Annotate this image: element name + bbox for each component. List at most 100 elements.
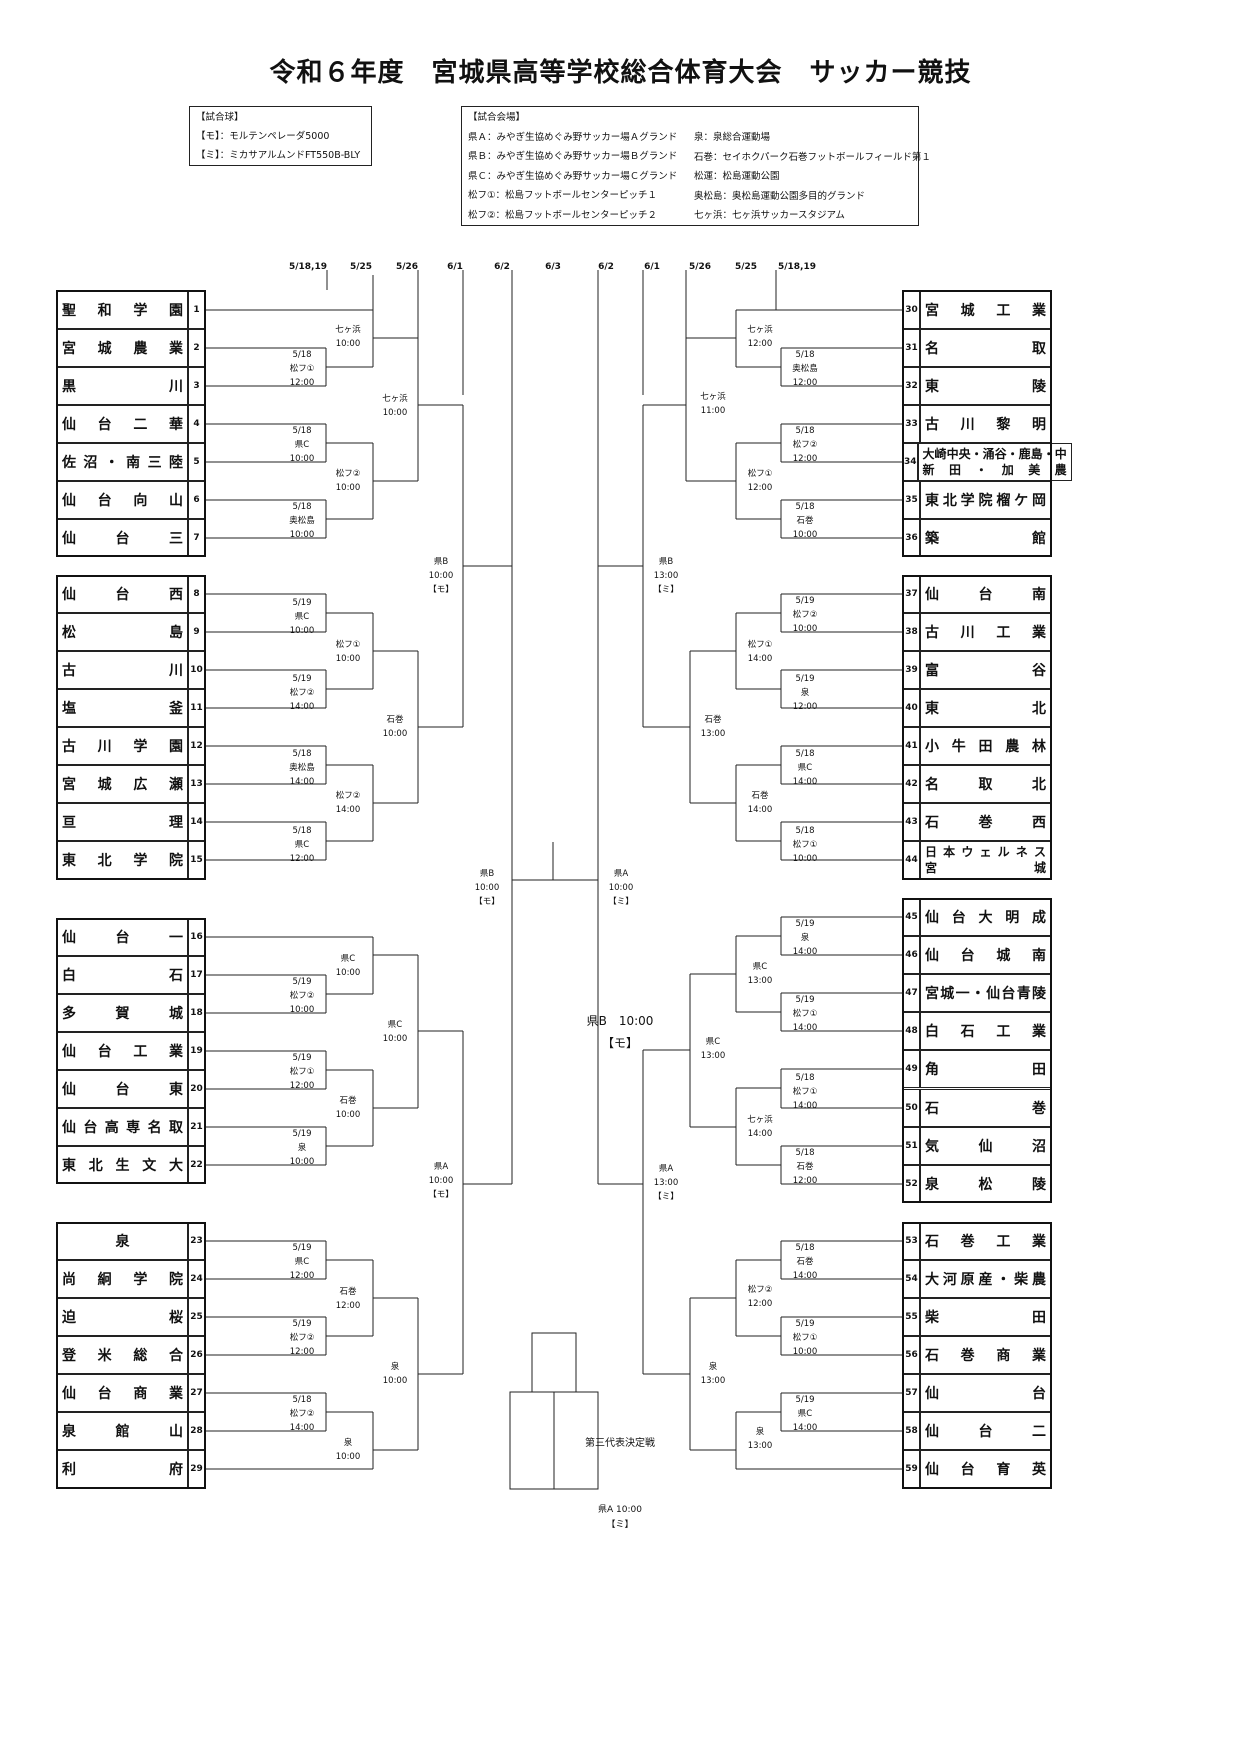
team-name: 名取北 xyxy=(920,765,1051,803)
team-name: 仙台向山 xyxy=(57,481,188,519)
team-name: 宮城一・仙台青陵 xyxy=(920,974,1051,1012)
ball-info-line: 【モ】：モルテンペレーダ5000 xyxy=(196,131,330,142)
ball-info-line: 【ミ】：ミカサアルムンドFT550B-BLY xyxy=(196,150,361,161)
venue-info-box: 【試合会場】 県Ａ：みやぎ生協めぐみ野サッカー場Ａグランド県Ｂ：みやぎ生協めぐみ… xyxy=(461,106,931,226)
team-name: 尚絅学院 xyxy=(57,1260,188,1298)
round-date: 5/18,19 xyxy=(288,262,328,272)
team-name: 名取 xyxy=(920,329,1051,367)
team-name: 佐沼・南三陸 xyxy=(57,443,188,481)
page-title: 令和６年度 宮城県高等学校総合体育大会 サッカー競技 xyxy=(269,58,972,88)
venue-line: 七ヶ浜：七ヶ浜サッカースタジアム xyxy=(694,210,845,221)
third-place-match-label: 県A 10:00 【ミ】 xyxy=(598,1503,642,1533)
third-place-venue: 県A 10:00 xyxy=(598,1505,642,1515)
ball-info-box: 【試合球】 【モ】：モルテンペレーダ5000 【ミ】：ミカサアルムンドFT550… xyxy=(189,106,372,166)
final-match-label: 県B 10:00 【モ】 xyxy=(587,1010,654,1054)
bracket-box xyxy=(531,1332,577,1393)
team-name: 仙台二華 xyxy=(57,405,188,443)
venue-line: 県Ａ：みやぎ生協めぐみ野サッカー場Ａグランド xyxy=(468,131,678,143)
round-date: 6/3 xyxy=(545,262,561,272)
round-date: 6/1 xyxy=(644,262,660,272)
team-name: 泉館山 xyxy=(57,1412,188,1450)
bracket-box xyxy=(553,1391,599,1490)
team-name: 仙台西 xyxy=(57,575,188,613)
venue-line: 県Ｂ：みやぎ生協めぐみ野サッカー場Ｂグランド xyxy=(468,151,678,162)
venue-line: 松運：松島運動公園 xyxy=(694,171,780,182)
team-name: 仙台東 xyxy=(57,1070,188,1108)
team-name: 仙台城南 xyxy=(920,936,1051,974)
round-date: 5/25 xyxy=(349,262,373,272)
group-block xyxy=(902,1222,1052,1489)
team-name: 古川黎明 xyxy=(920,405,1051,443)
group-block xyxy=(902,898,1052,1203)
team-name: 宮城広瀬 xyxy=(57,765,188,803)
team-name: 小牛田農林 xyxy=(920,727,1051,765)
group-block xyxy=(56,290,206,557)
venue-line: 松フ①：松島フットボールセンターピッチ１ xyxy=(468,190,658,201)
team-name: 仙台高専名取 xyxy=(57,1108,188,1146)
team-name: 石巻商業 xyxy=(920,1336,1051,1374)
team-name: 白石 xyxy=(57,956,188,994)
group-block xyxy=(56,1222,206,1489)
venue-line: 泉：泉総合運動場 xyxy=(694,132,771,143)
round-date: 5/25 xyxy=(734,262,758,272)
team-name: 富谷 xyxy=(920,651,1051,689)
team-name: 仙台二 xyxy=(920,1412,1051,1450)
group-block xyxy=(56,575,206,880)
round-date: 6/1 xyxy=(447,262,463,272)
team-name: 大崎中央・涌谷・鹿島・中新田・加美農 xyxy=(917,443,1072,481)
third-place-ball: 【ミ】 xyxy=(606,1520,634,1530)
ball-info-heading: 【試合球】 xyxy=(196,112,244,123)
